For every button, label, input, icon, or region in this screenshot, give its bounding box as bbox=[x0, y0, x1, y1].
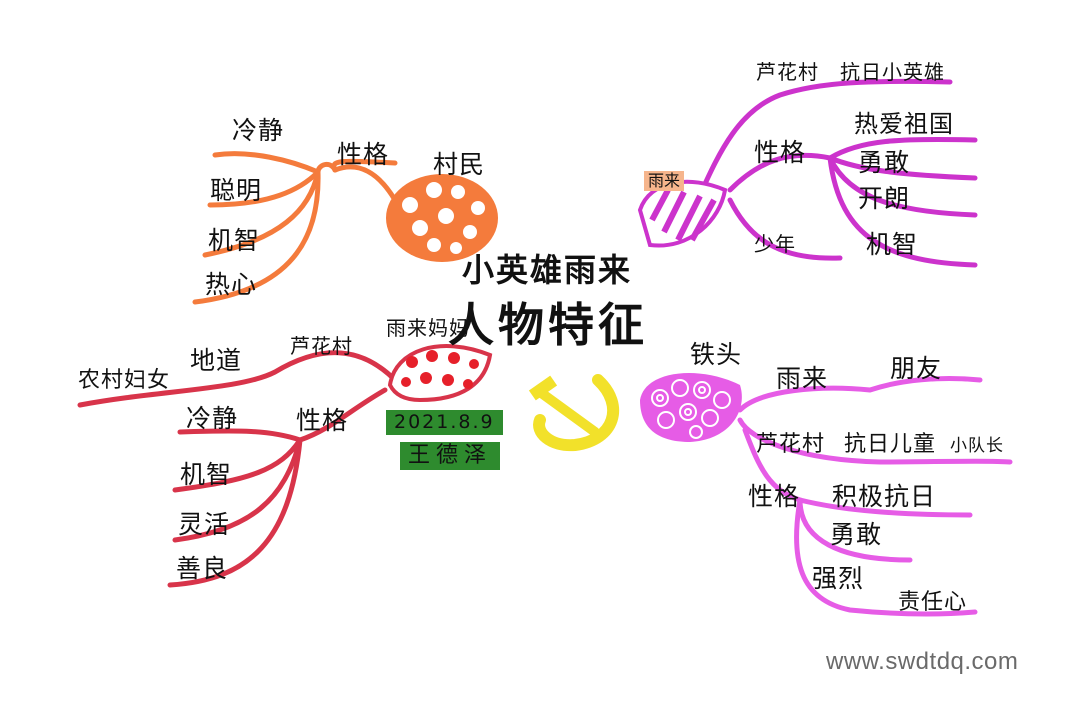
tietou-name: 铁头 bbox=[690, 340, 743, 369]
page-title: 人物特征 bbox=[448, 298, 648, 352]
yulai-trait: 勇敢 bbox=[858, 148, 911, 177]
yulai-name: 雨来 bbox=[644, 171, 685, 191]
yulai-age-label: 少年 bbox=[754, 232, 796, 256]
mother-trait: 冷静 bbox=[186, 404, 239, 433]
villagers-trait: 聪明 bbox=[210, 176, 263, 205]
tietou-village-sub-2: 小队长 bbox=[950, 436, 1004, 456]
villagers-branch-lines bbox=[192, 151, 398, 305]
villagers-bubble-dots bbox=[402, 182, 485, 254]
mother-branch-lines bbox=[77, 350, 398, 588]
tietou-village-sub: 抗日儿童 bbox=[844, 432, 937, 457]
villagers-name: 村民 bbox=[433, 150, 486, 179]
mother-bubble-dots bbox=[401, 350, 479, 389]
tietou-branch-lines bbox=[737, 375, 1013, 617]
yulai-bubble-stripes bbox=[649, 188, 717, 242]
tietou-trait: 强烈 bbox=[812, 564, 865, 593]
tietou-relation-2: 朋友 bbox=[890, 354, 943, 383]
villagers-trait-heading: 性格 bbox=[337, 140, 390, 169]
mother-trait: 灵活 bbox=[178, 510, 231, 539]
tietou-village-label: 芦花村 bbox=[756, 432, 826, 457]
subtitle: 小英雄雨来 bbox=[462, 251, 633, 289]
yulai-trait: 开朗 bbox=[858, 184, 911, 213]
watermark: www.swdtdq.com bbox=[826, 648, 1019, 675]
villagers-trait: 机智 bbox=[208, 226, 261, 255]
mother-bubble bbox=[387, 344, 493, 403]
yulai-top-label-2: 抗日小英雄 bbox=[840, 60, 945, 84]
tietou-relation: 雨来 bbox=[776, 364, 829, 393]
yulai-trait-heading: 性格 bbox=[754, 138, 807, 167]
villagers-trait: 热心 bbox=[205, 270, 258, 299]
mother-trait-heading: 性格 bbox=[296, 406, 349, 435]
yulai-extra-trait: 热爱祖国 bbox=[854, 110, 954, 138]
tietou-bubble bbox=[640, 373, 742, 442]
villagers-trait: 冷静 bbox=[232, 116, 285, 145]
mother-trait: 机智 bbox=[180, 460, 233, 489]
tietou-trait-heading: 性格 bbox=[748, 482, 801, 511]
tietou-bubble-circles bbox=[651, 379, 731, 439]
author-tag: 王德泽 bbox=[400, 442, 501, 470]
yulai-trait: 机智 bbox=[866, 230, 919, 259]
tietou-trait: 积极抗日 bbox=[832, 482, 937, 511]
tietou-trait: 勇敢 bbox=[830, 520, 883, 549]
mother-trait: 善良 bbox=[176, 554, 229, 583]
mother-top-label: 芦花村 bbox=[290, 334, 353, 358]
mother-name: 雨来妈妈 bbox=[386, 316, 470, 340]
yulai-top-label: 芦花村 bbox=[756, 60, 819, 84]
tietou-trait: 责任心 bbox=[898, 590, 968, 615]
hammer-sickle-icon bbox=[528, 374, 620, 452]
yulai-branch-lines bbox=[697, 78, 978, 268]
date-tag: 2021.8.9 bbox=[386, 410, 503, 435]
mother-top-sub: 地道 bbox=[190, 346, 243, 375]
mother-top-sub-2: 农村妇女 bbox=[78, 368, 171, 393]
